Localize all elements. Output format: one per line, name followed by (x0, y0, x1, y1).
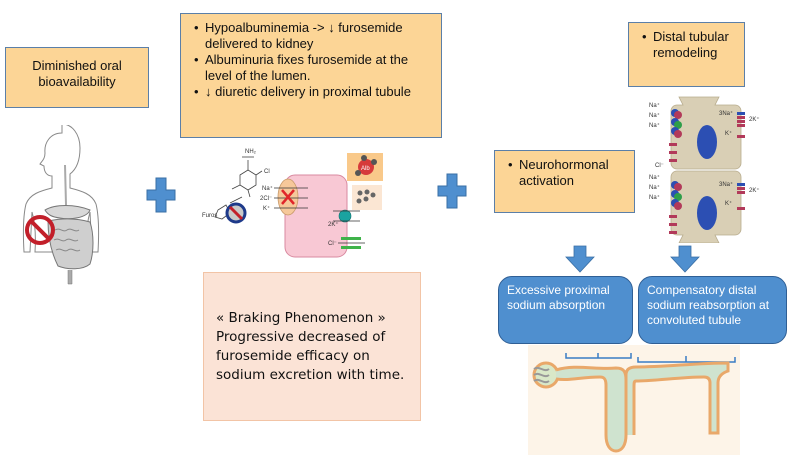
distal-na-label: Na⁺ (649, 194, 660, 201)
hypoalbuminemia-box: Hypoalbuminemia -> ↓ furosemide delivere… (180, 13, 442, 138)
braking-body: Progressive decreased of furosemide effi… (216, 328, 405, 383)
distal-2k-label: 2K⁺ (749, 116, 760, 123)
compensatory-distal-text: Compensatory distal sodium reabsorption … (647, 283, 770, 327)
distal-2k-label: 2K⁺ (749, 187, 760, 194)
distal-k-label: K⁺ (725, 130, 732, 137)
intestines-shape (47, 218, 94, 270)
oral-bioavailability-box: Diminished oral bioavailability (5, 47, 149, 108)
nucleus-upper (697, 125, 717, 159)
braking-phenomenon-box: « Braking Phenomenon » Progressive decre… (203, 272, 421, 421)
furosemide-label: Furos (202, 213, 217, 219)
plus-icon (437, 173, 467, 209)
furosemide-cell-illustration: NH₂ Cl Furos Na⁺ 2Cl⁻ K⁺ 2K⁺ Cl⁻ Alb (202, 149, 383, 258)
distal-3na-label: 3Na⁺ (719, 181, 733, 188)
distal-remodeling-box: Distal tubular remodeling (628, 22, 745, 87)
bracket-proximal (565, 353, 632, 359)
liver-shape (44, 205, 91, 220)
no-symbol-icon (25, 215, 55, 245)
oral-box-line2: bioavailability (38, 74, 116, 89)
transporters-right (737, 112, 745, 210)
human-body-illustration (22, 125, 100, 285)
hypoalbuminemia-bullets: Hypoalbuminemia -> ↓ furosemide delivere… (191, 20, 435, 100)
bullet-hypoalbuminemia: Hypoalbuminemia -> ↓ furosemide delivere… (194, 20, 435, 52)
oral-box-line1: Diminished oral (32, 58, 122, 73)
distal-na-label: Na⁺ (649, 112, 660, 119)
distal-cl-label: Cl⁻ (655, 163, 664, 169)
distal-na-label: Na⁺ (649, 102, 660, 109)
down-arrow-icon (670, 245, 700, 273)
cl-label: Cl⁻ (328, 241, 337, 247)
bullet-distal-remodeling: Distal tubular remodeling (642, 29, 738, 61)
svg-text:Cl: Cl (264, 169, 270, 175)
proximal-tubule-loop (555, 365, 628, 453)
albumin-label: Alb (361, 166, 370, 172)
distal-3na-label: 3Na⁺ (719, 110, 733, 117)
distal-tubule (624, 361, 730, 435)
svg-text:NH₂: NH₂ (245, 149, 257, 155)
excessive-proximal-box: Excessive proximal sodium absorption (498, 276, 633, 344)
distal-na-label: Na⁺ (649, 174, 660, 181)
2cl-label: 2Cl⁻ (260, 196, 272, 202)
neurohormonal-activation-box: Neurohormonal activation (494, 150, 635, 213)
2k-label: 2K⁺ (328, 221, 339, 228)
distal-na-label: Na⁺ (649, 122, 660, 129)
bullet-neurohormonal: Neurohormonal activation (508, 157, 628, 189)
braking-title: « Braking Phenomenon » (216, 309, 386, 326)
transporters-left (669, 109, 682, 234)
nucleus-lower (697, 196, 717, 230)
excessive-proximal-text: Excessive proximal sodium absorption (507, 283, 610, 312)
compensatory-distal-box: Compensatory distal sodium reabsorption … (638, 276, 787, 344)
k-label: K⁺ (263, 205, 270, 212)
bullet-diuretic-delivery: ↓ diuretic delivery in proximal tubule (194, 84, 435, 100)
romk-channel (338, 209, 352, 223)
plus-icon (146, 177, 176, 213)
x-mark-icon (281, 189, 295, 205)
distal-k-label: K⁺ (725, 200, 732, 207)
furosemide-molecule (214, 156, 263, 220)
nephron-illustration (528, 345, 740, 455)
bullet-albuminuria: Albuminuria fixes furosemide at the leve… (194, 52, 435, 84)
distal-cells-illustration: Na⁺ Na⁺ Na⁺ Cl⁻ Na⁺ Na⁺ Na⁺ 3Na⁺ 2K⁺ K⁺ … (649, 96, 760, 243)
down-arrow-icon (565, 245, 595, 273)
bracket-distal (637, 356, 736, 363)
distal-na-label: Na⁺ (649, 184, 660, 191)
na-label: Na⁺ (262, 185, 273, 192)
no-symbol-icon (225, 202, 247, 224)
